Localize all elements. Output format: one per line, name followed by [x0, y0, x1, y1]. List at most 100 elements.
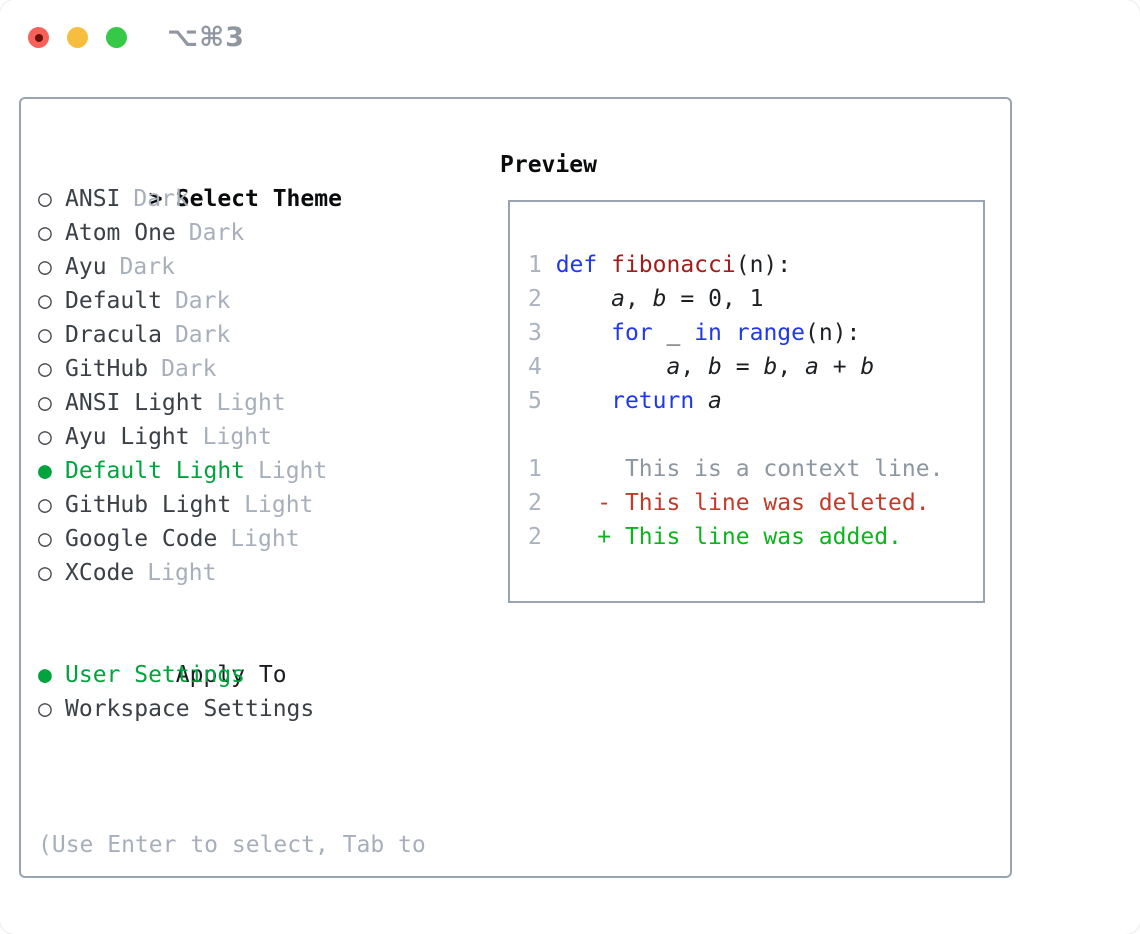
- preview-line: 1 def fibonacci(n):: [528, 248, 975, 282]
- code-segment: 1: [528, 252, 556, 278]
- theme-name: XCode: [65, 560, 135, 586]
- code-segment: b: [708, 354, 722, 380]
- cursor-icon: >: [148, 186, 163, 212]
- help-text: (Use Enter to select, Tab to change focu…: [38, 760, 487, 934]
- theme-variant-label: Light: [202, 424, 272, 450]
- close-dot-icon: [34, 33, 43, 42]
- code-segment: 5: [528, 388, 542, 414]
- spacer: [38, 590, 487, 624]
- apply-option-user-settings[interactable]: ● User Settings: [38, 658, 487, 692]
- theme-option-dracula-dark[interactable]: ○ Dracula Dark: [38, 318, 487, 352]
- code-segment: for: [611, 320, 667, 346]
- code-segment: return: [611, 388, 709, 414]
- radio-unselected-icon: ○: [38, 356, 52, 382]
- preview-line: 1 This is a context line.: [528, 452, 975, 486]
- code-segment: b: [860, 354, 875, 380]
- radio-unselected-icon: ○: [38, 696, 52, 722]
- theme-name: ANSI Light: [65, 390, 204, 416]
- code-segment: b: [652, 286, 667, 312]
- radio-unselected-icon: ○: [38, 424, 52, 450]
- theme-variant-label: Dark: [174, 288, 231, 314]
- apply-to-title: Apply To: [175, 662, 287, 688]
- apply-to-list: ● User Settings ○ Workspace Settings: [38, 658, 487, 726]
- window-title: ⌥⌘3: [167, 22, 245, 53]
- code-segment: = 0, 1: [666, 286, 764, 312]
- preview-column: Preview 1 def fibonacci(n):2 a, b = 0, 1…: [487, 99, 1010, 876]
- code-segment: 2: [528, 524, 542, 550]
- theme-variant-label: Light: [216, 390, 286, 416]
- theme-name: Atom One: [65, 220, 176, 246]
- code-segment: a: [708, 388, 722, 414]
- select-theme-title: Select Theme: [175, 186, 342, 212]
- radio-unselected-icon: ○: [38, 526, 52, 552]
- code-segment: 1: [528, 456, 542, 482]
- radio-selected-icon: ●: [38, 458, 52, 484]
- code-segment: ,: [624, 286, 653, 312]
- theme-name: Dracula: [65, 322, 162, 348]
- radio-selected-icon: ●: [38, 662, 52, 688]
- theme-variant-label: Dark: [188, 220, 245, 246]
- theme-name: GitHub Light: [65, 492, 232, 518]
- theme-option-ayu-dark[interactable]: ○ Ayu Dark: [38, 250, 487, 284]
- code-segment: 2: [528, 490, 542, 516]
- code-segment: _: [666, 320, 695, 346]
- code-segment: 4: [528, 354, 542, 380]
- theme-option-default-light[interactable]: ● Default Light Light: [38, 454, 487, 488]
- code-segment: a: [666, 354, 681, 380]
- theme-option-ayu-light[interactable]: ○ Ayu Light Light: [38, 420, 487, 454]
- apply-option-label: Workspace Settings: [65, 696, 315, 722]
- code-segment: +: [818, 354, 861, 380]
- code-segment: [542, 354, 667, 380]
- code-segment: in range: [694, 320, 805, 346]
- theme-variant-label: Light: [147, 560, 217, 586]
- theme-name: ANSI: [65, 186, 121, 212]
- zoom-button[interactable]: [106, 27, 127, 48]
- radio-unselected-icon: ○: [38, 220, 52, 246]
- code-segment: =: [721, 354, 764, 380]
- help-line: change focus): [38, 930, 487, 934]
- theme-name: Default: [65, 288, 162, 314]
- code-segment: a: [611, 286, 625, 312]
- theme-option-atom-one-dark[interactable]: ○ Atom One Dark: [38, 216, 487, 250]
- code-segment: 2: [528, 286, 542, 312]
- preview-line: [528, 418, 975, 452]
- theme-name: Ayu: [65, 254, 107, 280]
- code-segment: (n):: [804, 320, 861, 346]
- preview-line: 2 - This line was deleted.: [528, 486, 975, 520]
- theme-variant-label: Light: [258, 458, 328, 484]
- close-button[interactable]: [28, 27, 49, 48]
- theme-name: Ayu Light: [65, 424, 190, 450]
- preview-line: 3 for _ in range(n):: [528, 316, 975, 350]
- preview-line: 5 return a: [528, 384, 975, 418]
- code-segment: def: [555, 252, 612, 278]
- radio-unselected-icon: ○: [38, 322, 52, 348]
- theme-variant-label: Dark: [174, 322, 231, 348]
- theme-option-xcode[interactable]: ○ XCode Light: [38, 556, 487, 590]
- radio-unselected-icon: ○: [38, 560, 52, 586]
- apply-option-workspace-settings[interactable]: ○ Workspace Settings: [38, 692, 487, 726]
- theme-name: Default Light: [65, 458, 246, 484]
- radio-unselected-icon: ○: [38, 254, 52, 280]
- radio-unselected-icon: ○: [38, 186, 52, 212]
- preview-line: 4 a, b = b, a + b: [528, 350, 975, 384]
- code-segment: - This line was deleted.: [541, 490, 930, 516]
- code-segment: (n):: [735, 252, 792, 278]
- minimize-button[interactable]: [67, 27, 88, 48]
- theme-variant-label: Light: [230, 526, 300, 552]
- apply-option-label: User Settings: [65, 662, 246, 688]
- theme-variant-label: Dark: [119, 254, 175, 280]
- code-segment: ,: [680, 354, 709, 380]
- spacer: [38, 726, 487, 760]
- preview-line: 2 a, b = 0, 1: [528, 282, 975, 316]
